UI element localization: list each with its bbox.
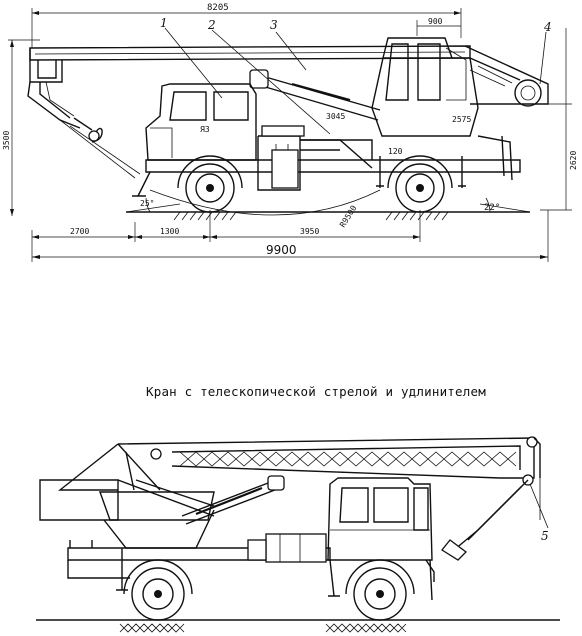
dim-front-overhang: 2700	[70, 227, 89, 236]
front-wheel-bottom	[345, 559, 415, 621]
front-wheel-top	[177, 155, 243, 213]
rear-wheel-top	[387, 155, 453, 213]
callout-4: 4	[543, 20, 552, 34]
svg-text:ЯЗ: ЯЗ	[200, 125, 210, 134]
bottom-crane-side-view: 5	[36, 436, 560, 633]
dim-boom-tip: 900	[428, 17, 443, 26]
dim-total-length: 9900	[266, 243, 297, 257]
dim-overall-top: 8205	[207, 3, 229, 13]
dim-height-right: 2620	[569, 151, 578, 170]
callout-3: 3	[270, 18, 278, 32]
callout-1: 1	[160, 16, 168, 30]
top-crane-side-view: 8205 900 3500 2620	[2, 3, 578, 262]
figure-caption: Кран с телескопической стрелой и удлинит…	[146, 384, 486, 399]
dim-height-left: 3500	[2, 131, 11, 150]
callout-2: 2	[207, 18, 216, 32]
dim-wheelbase: 3950	[300, 227, 319, 236]
callout-5: 5	[541, 529, 549, 543]
rear-wheel-bottom	[123, 559, 193, 621]
dim-boom-tip-len: 2575	[452, 115, 471, 124]
angle-rear: 22°	[484, 203, 500, 213]
dim-wheel-front: 1300	[160, 227, 179, 236]
angle-front: 25°	[140, 199, 154, 208]
dim-boom-section: 3045	[326, 112, 345, 121]
dim-turntable: 120	[388, 147, 403, 156]
turn-radius: R9500	[338, 204, 358, 229]
